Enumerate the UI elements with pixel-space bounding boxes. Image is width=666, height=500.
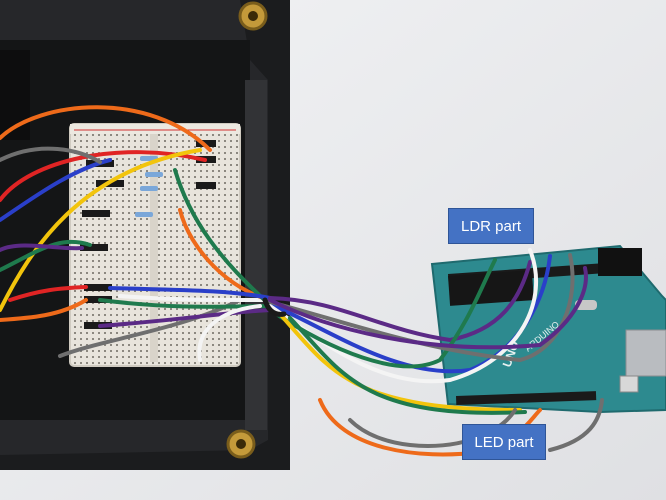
usb-port [625,329,666,377]
jumper-wires [0,105,272,362]
dc-jack [598,248,642,276]
reset-button [619,375,639,393]
atmega-chip [448,270,534,306]
led-part-label: LED part [462,424,546,460]
cable-bundle [262,248,604,457]
ldr-part-label: LDR part [448,208,534,244]
